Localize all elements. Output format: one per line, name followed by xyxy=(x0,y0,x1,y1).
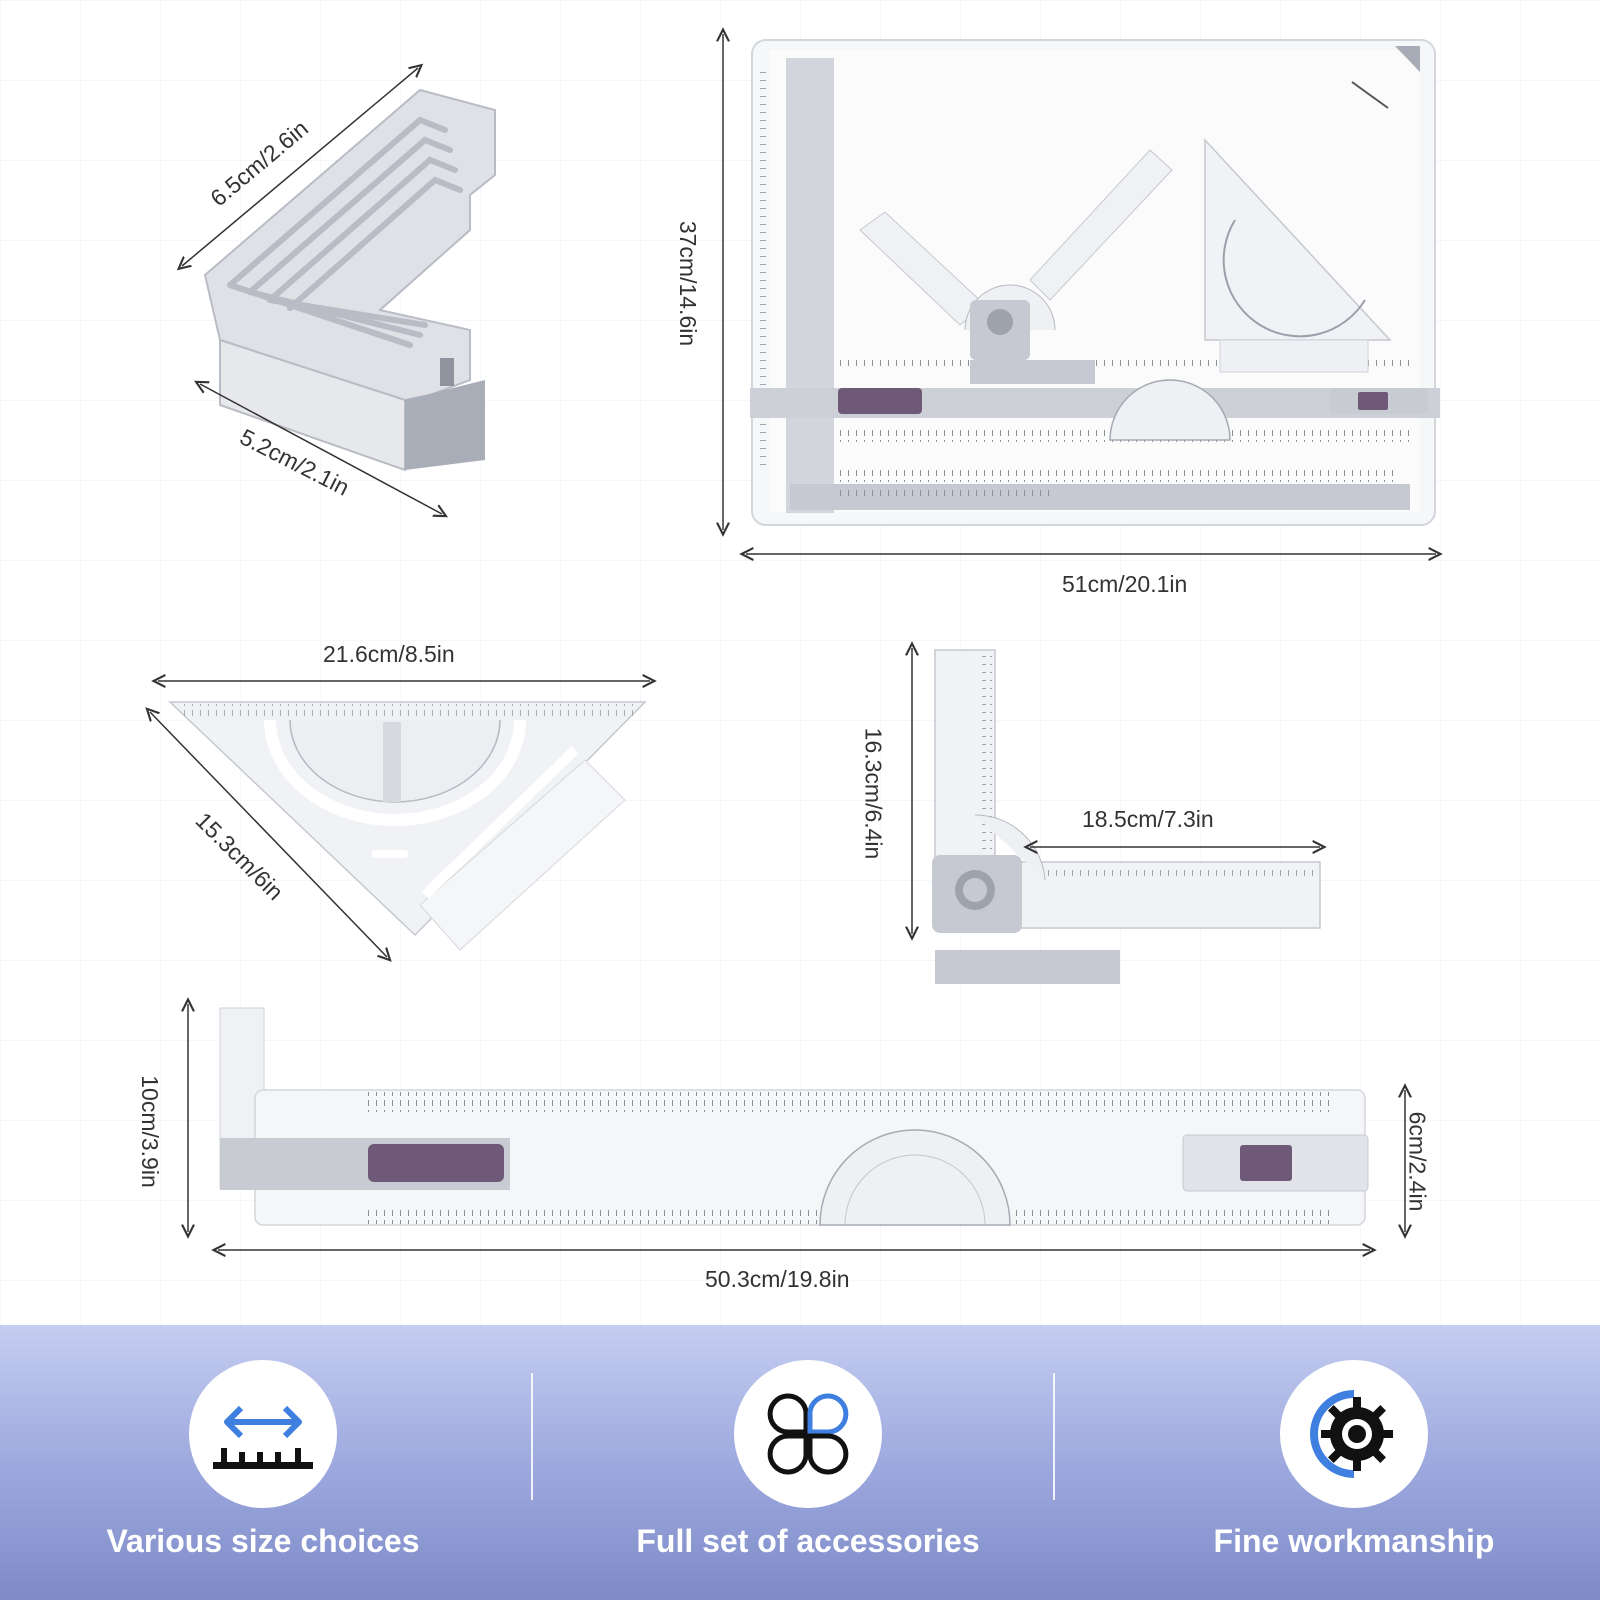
feature-accessories-circle xyxy=(734,1360,882,1508)
bar-length-label: 50.3cm/19.8in xyxy=(705,1266,850,1292)
holder-width-line xyxy=(182,68,418,266)
triangle-ruler xyxy=(168,701,647,951)
square-arm-label: 18.5cm/7.3in xyxy=(1082,806,1214,832)
corner-holder xyxy=(203,88,496,472)
drawing-board xyxy=(750,39,1440,526)
board-height-label: 37cm/14.6in xyxy=(675,220,702,347)
gear-icon xyxy=(1310,1390,1393,1478)
triangle-width-label: 21.6cm/8.5in xyxy=(323,641,455,667)
feature-size-label: Various size choices xyxy=(106,1523,420,1559)
feature-size-circle xyxy=(189,1360,337,1508)
bar-depth-label: 6cm/2.4in xyxy=(1404,1111,1431,1212)
board-width-label: 51cm/20.1in xyxy=(1062,571,1188,597)
feature-divider xyxy=(531,1373,533,1500)
feature-workmanship-label: Fine workmanship xyxy=(1213,1523,1495,1559)
four-petal-icon xyxy=(767,1393,849,1475)
ruler-arrows-icon xyxy=(213,1405,313,1469)
feature-accessories-label: Full set of accessories xyxy=(636,1523,980,1559)
square-height-label: 16.3cm/6.4in xyxy=(860,727,887,860)
holder-depth-line xyxy=(200,384,442,514)
feature-workmanship-circle xyxy=(1280,1360,1428,1508)
feature-divider xyxy=(1053,1373,1055,1500)
product-illustration xyxy=(0,0,1600,1325)
triangle-side-line xyxy=(150,712,387,957)
bar-height-label: 10cm/3.9in xyxy=(136,1075,163,1188)
parallel-bar xyxy=(219,1007,1369,1226)
adjustable-square xyxy=(932,649,1321,984)
